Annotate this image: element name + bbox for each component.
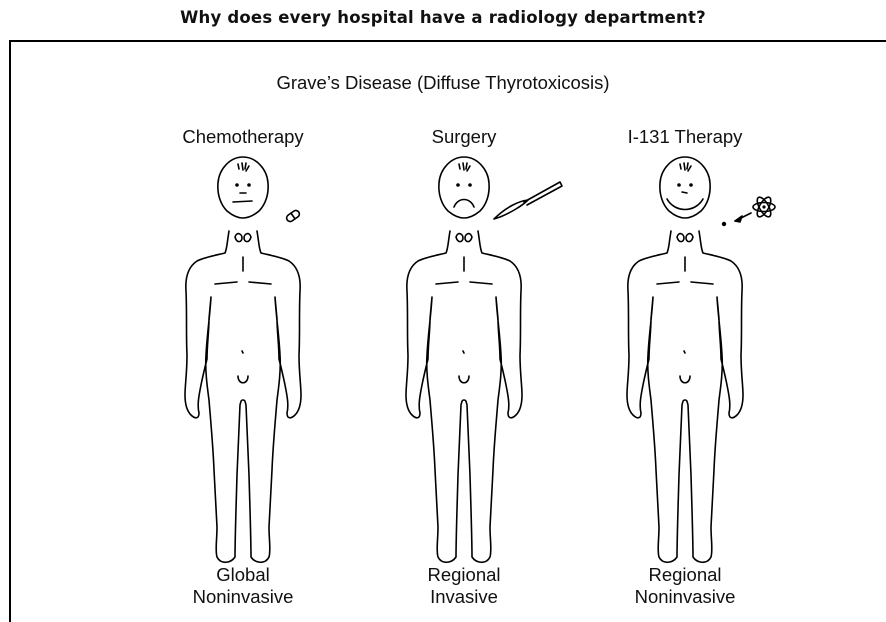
figure-surgery bbox=[406, 157, 562, 562]
invasiveness-label: Noninvasive bbox=[585, 586, 785, 608]
figure-i131-therapy bbox=[627, 157, 775, 562]
figure-head bbox=[218, 157, 268, 218]
frown-mouth bbox=[454, 200, 474, 208]
figure-body bbox=[406, 231, 522, 562]
pill-icon bbox=[285, 209, 300, 223]
column-footer-chemotherapy: Global Noninvasive bbox=[143, 564, 343, 608]
smile-mouth bbox=[667, 199, 703, 210]
invasiveness-label: Invasive bbox=[364, 586, 564, 608]
neutral-mouth bbox=[233, 201, 252, 202]
scalpel-icon bbox=[494, 182, 562, 219]
figure-body bbox=[627, 231, 743, 562]
column-footer-surgery: Regional Invasive bbox=[364, 564, 564, 608]
invasiveness-label: Noninvasive bbox=[143, 586, 343, 608]
scope-label: Regional bbox=[364, 564, 564, 586]
atom-icon bbox=[753, 195, 775, 219]
figure-head bbox=[439, 157, 489, 218]
figure-chemotherapy bbox=[185, 157, 301, 562]
scope-label: Regional bbox=[585, 564, 785, 586]
figure-body bbox=[185, 231, 301, 562]
scope-label: Global bbox=[143, 564, 343, 586]
column-footer-i131-therapy: Regional Noninvasive bbox=[585, 564, 785, 608]
nose-mark bbox=[682, 192, 687, 193]
radiation-arrow-icon bbox=[722, 213, 751, 226]
